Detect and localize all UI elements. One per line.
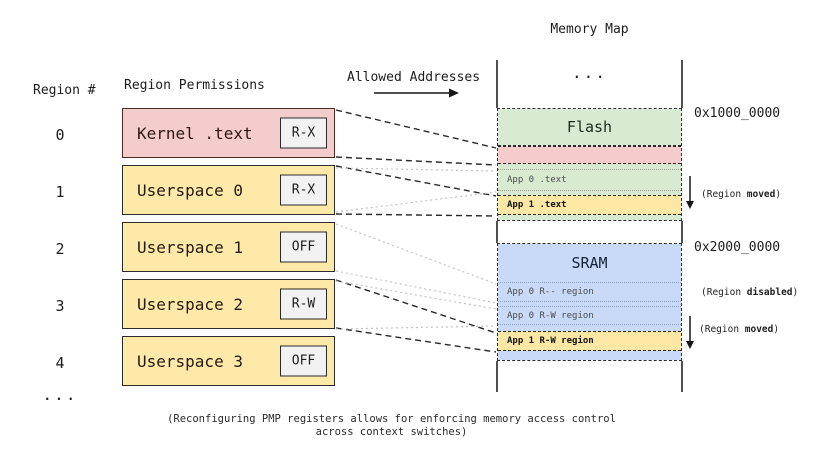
annotation-text: )	[792, 287, 799, 298]
region-number-2: 2	[55, 240, 65, 258]
app1-text-region: App 1 .text	[498, 194, 681, 215]
connector-userspace2-top	[335, 279, 497, 334]
flash-divider	[498, 145, 681, 146]
sram-gap	[498, 302, 681, 307]
region-permissions-header: Region Permissions	[124, 78, 265, 93]
permission-badge: R-X	[280, 117, 327, 149]
app1-rw-region: App 1 R-W region	[498, 331, 681, 351]
permission-badge: OFF	[280, 345, 327, 377]
connector-userspace0-old-top	[335, 167, 497, 172]
connector-userspace1-old-bottom	[335, 270, 497, 304]
region-box-userspace-1: Userspace 1 OFF	[122, 222, 335, 272]
region-box-kernel-text: Kernel .text R-X	[122, 108, 335, 158]
region-box-label: Userspace 3	[137, 351, 243, 371]
annotation-text: (Region	[701, 189, 747, 200]
annotation-region-moved-top: (Region moved)	[701, 189, 781, 200]
region-box-userspace-3: Userspace 3 OFF	[122, 336, 335, 386]
app0-r-region: App 0 R-- region	[498, 283, 681, 302]
app0-text-region: App 0 .text	[498, 168, 681, 191]
annotation-region-moved-bottom: (Region moved)	[699, 324, 779, 335]
previous-mapping-connectors	[335, 167, 497, 330]
sram-address-label: 0x2000_0000	[694, 240, 781, 255]
region-moved-arrow-top	[686, 176, 694, 209]
connector-userspace2-old-top	[335, 280, 497, 310]
connector-kernel-bottom	[335, 156, 497, 166]
allowed-addresses-header: Allowed Addresses	[347, 70, 481, 85]
connector-userspace2-bottom	[335, 327, 497, 353]
flash-gap	[498, 190, 681, 195]
caption-line-1: (Reconfiguring PMP registers allows for …	[167, 413, 616, 425]
annotation-region-disabled: (Region disabled)	[701, 287, 798, 298]
annotation-bold: moved	[746, 189, 776, 200]
connector-userspace0-bottom	[335, 213, 497, 217]
annotation-text: )	[773, 324, 780, 335]
annotation-bold: moved	[744, 324, 774, 335]
allowed-addresses-arrow	[374, 88, 459, 98]
region-number-0: 0	[55, 126, 65, 144]
connector-userspace1-old-top	[335, 223, 497, 285]
region-moved-arrow-bottom	[686, 316, 694, 349]
region-box-label: Kernel .text	[137, 123, 253, 143]
active-mapping-connectors	[335, 109, 497, 353]
app0-rw-region: App 0 R-W region	[498, 307, 681, 325]
region-number-3: 3	[55, 297, 65, 315]
region-box-label: Userspace 0	[137, 180, 243, 200]
connector-kernel-top	[335, 109, 497, 149]
connector-userspace2-old-bottom	[335, 325, 497, 330]
kernel-text-mapped-strip	[498, 146, 681, 164]
sram-memory-block: SRAM App 0 R-- region App 0 R-W region A…	[497, 243, 682, 361]
annotation-text: )	[775, 189, 782, 200]
flash-gap	[498, 163, 681, 169]
permission-badge: R-X	[280, 174, 327, 206]
region-box-label: Userspace 1	[137, 237, 243, 257]
region-box-label: Userspace 2	[137, 294, 243, 314]
permission-badge: R-W	[280, 288, 327, 320]
flash-memory-block: Flash App 0 .text App 1 .text	[497, 108, 682, 221]
caption-line-2: across context switches)	[315, 426, 468, 438]
connector-userspace0-old-bottom	[335, 191, 497, 213]
memory-map-title: Memory Map	[550, 22, 629, 37]
region-number-header: Region #	[33, 83, 96, 98]
permission-badge: OFF	[280, 231, 327, 263]
region-box-userspace-0: Userspace 0 R-X	[122, 165, 335, 215]
memory-map-ellipsis: ...	[572, 63, 607, 82]
region-number-4: 4	[55, 354, 65, 372]
regions-ellipsis: ...	[42, 385, 78, 404]
flash-gap	[498, 214, 681, 220]
region-box-userspace-2: Userspace 2 R-W	[122, 279, 335, 329]
region-number-1: 1	[55, 183, 65, 201]
flash-region-label: Flash	[498, 109, 681, 145]
flash-address-label: 0x1000_0000	[694, 106, 781, 121]
diagram-caption: (Reconfiguring PMP registers allows for …	[60, 413, 723, 439]
annotation-text: (Region	[701, 287, 747, 298]
connector-userspace0-top	[335, 165, 497, 197]
sram-gap	[498, 325, 681, 331]
sram-region-label: SRAM	[498, 244, 681, 283]
annotation-text: (Region	[699, 324, 745, 335]
sram-gap	[498, 351, 681, 360]
annotation-bold: disabled	[746, 287, 793, 298]
